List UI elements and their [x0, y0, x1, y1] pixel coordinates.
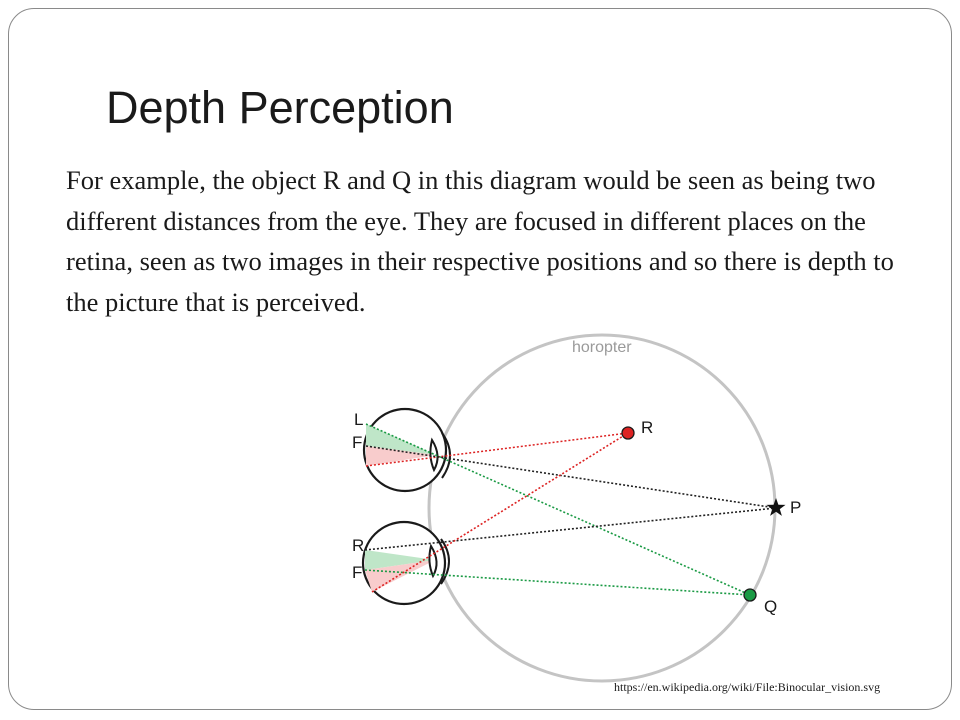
point-r-marker — [621, 426, 635, 440]
slide-body-text: For example, the object R and Q in this … — [66, 165, 894, 317]
point-q-marker — [743, 588, 757, 602]
upper-ray-to-p — [365, 445, 777, 509]
point-r-label: R — [641, 418, 653, 437]
lower-green-wedge — [365, 550, 435, 570]
lower-ray-to-p — [364, 507, 777, 551]
upper-eye-label-bottom: F — [352, 433, 362, 452]
point-p-label: P — [790, 498, 801, 517]
horopter-label: horopter — [572, 339, 632, 356]
lower-eye-label-top: R — [352, 536, 364, 555]
upper-eye — [362, 407, 451, 493]
slide-frame — [8, 8, 952, 710]
upper-ray-to-r — [365, 432, 629, 467]
slide-title: Depth Perception — [106, 82, 454, 133]
lower-cornea — [440, 538, 450, 585]
point-p-star — [766, 498, 786, 516]
upper-eye-label-top: L — [354, 410, 363, 429]
source-citation: https://en.wikipedia.org/wiki/File:Binoc… — [614, 680, 881, 694]
upper-red-wedge — [366, 446, 436, 466]
upper-lens — [429, 437, 439, 473]
point-q-label: Q — [764, 597, 777, 616]
lower-ray-to-q — [364, 569, 751, 596]
lower-eye-label-bottom: F — [352, 563, 362, 582]
lower-eye — [361, 520, 450, 606]
horopter-circle — [427, 333, 777, 683]
lower-red-wedge — [365, 560, 435, 592]
